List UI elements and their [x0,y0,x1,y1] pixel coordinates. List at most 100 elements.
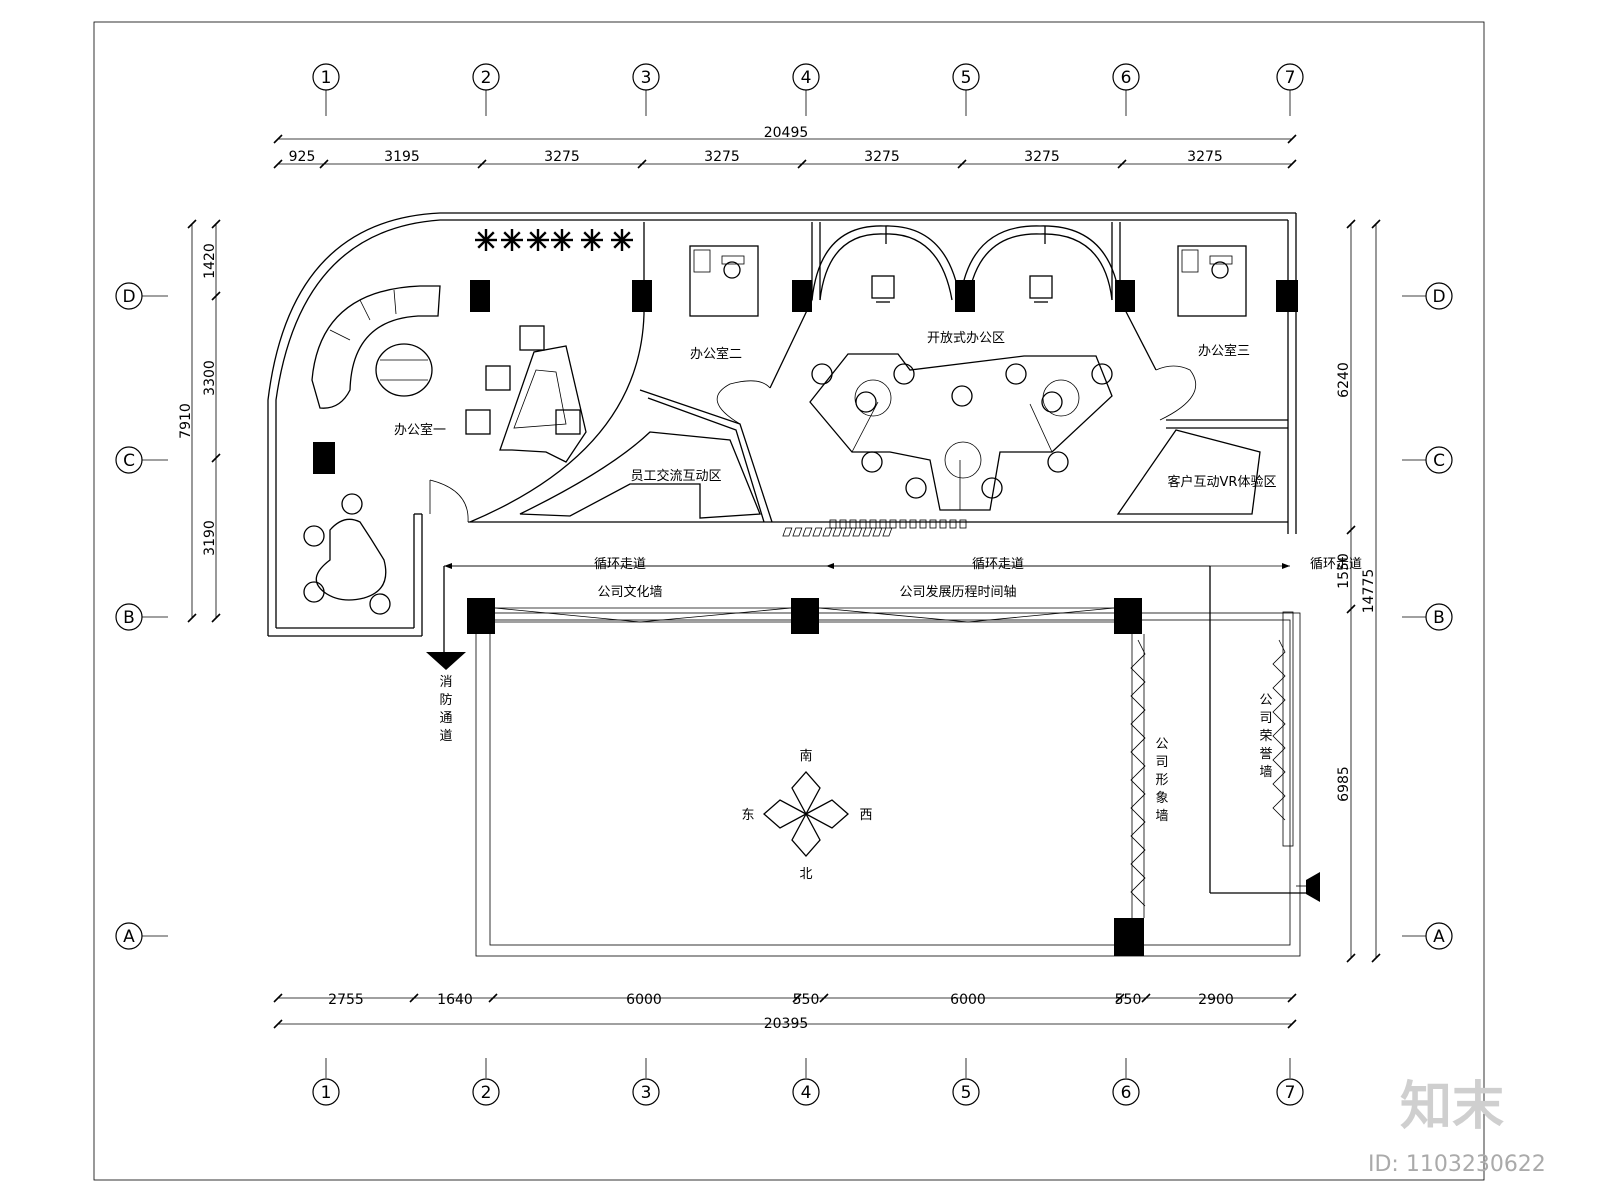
plant-icon [551,229,573,251]
plant-icon [501,229,523,251]
dim-bottom-seg: 2755 [328,992,364,1008]
grid-bubble-col-7: 7 [1285,68,1296,88]
grid-bubble-col-3: 3 [641,1083,652,1103]
compass-west: 西 [859,808,872,823]
dim-bottom-seg: 6000 [626,992,662,1008]
bench-row [782,519,967,537]
dim-bottom-seg: 2900 [1198,992,1234,1008]
grid-bubble-col-6: 6 [1121,68,1132,88]
chair [893,363,915,385]
grid-bubble-col-1: 1 [321,68,332,88]
grid-bubble-col-6: 6 [1121,1083,1132,1103]
label-honor-wall: 誉 [1259,747,1272,762]
dim-top-seg: 3275 [1187,149,1223,165]
plant-icon [581,229,603,251]
label-honor-wall: 司 [1259,711,1272,726]
chair [1091,363,1113,385]
label-vr-area: 客户互动VR体验区 [1168,474,1277,490]
bench-slat [939,519,947,529]
bench-slat [849,519,857,529]
watermark-id: ID: 1103230622 [1368,1152,1546,1177]
bench-slat [959,519,967,529]
grid-bubble-col-3: 3 [641,68,652,88]
dimension-texts: 20495 925 3195 3275 3275 3275 3275 3275 … [178,125,1377,1032]
bench-slat [879,519,887,529]
grid-bubble-col-7: 7 [1285,1083,1296,1103]
bench-slat [832,527,843,537]
label-office2: 办公室二 [690,346,742,362]
dim-top-total: 20495 [764,125,809,141]
dim-top-seg: 3275 [544,149,580,165]
office-chairs [811,363,1113,499]
chair [1005,363,1027,385]
dim-bottom-seg: 6000 [950,992,986,1008]
dim-right-total: 14775 [1361,569,1377,614]
grid-bubble-row-B: B [123,608,135,628]
compass-rose [763,771,849,857]
chair [861,451,883,473]
grid-bubble-row-B: B [1433,608,1445,628]
dim-bottom-seg: 1640 [437,992,473,1008]
label-image-wall: 象 [1155,791,1168,806]
chair [811,363,833,385]
label-image-wall: 墙 [1155,809,1168,824]
dim-bottom-seg: 550 [793,992,820,1008]
corridor-arrows [426,563,1320,902]
label-fire-exit: 防 [439,692,452,708]
label-corridor: 循环走道 [972,557,1024,572]
label-image-wall: 公 [1155,737,1168,752]
grid-bubble-col-5: 5 [961,1083,972,1103]
plant-icon [527,229,549,251]
dim-top-seg: 3275 [1024,149,1060,165]
chair [951,385,973,407]
chair [981,477,1003,499]
bench-slat [842,527,853,537]
label-image-wall: 形 [1155,773,1168,788]
office1-desk [465,325,587,463]
bench-slat [929,519,937,529]
counter-shapes [519,429,1261,519]
grid-bubble-col-1: 1 [321,1083,332,1103]
label-fire-exit: 道 [439,729,452,744]
dim-right-upper: 6240 [1336,362,1352,398]
watermark-logo: 知末 [1400,1077,1504,1137]
grid-bubble-row-A: A [123,927,135,947]
plant-icon [475,229,497,251]
compass-north: 北 [799,867,812,882]
dim-top-seg: 3275 [704,149,740,165]
grid-bubble-row-D: D [122,287,135,307]
plant-icon [611,229,633,251]
bench-slat [882,527,893,537]
dim-right-lower: 6985 [1336,766,1352,802]
dim-bottom-seg: 550 [1115,992,1142,1008]
bench-slat [862,527,873,537]
label-fire-exit: 通 [439,711,452,726]
lounge-table-set [303,493,391,615]
bench-slat [899,519,907,529]
label-staff-area: 员工交流互动区 [630,468,721,484]
dim-left-seg: 3190 [202,520,218,556]
bench-slat [909,519,917,529]
grid-bubble-row-C: C [1433,451,1445,471]
bench-slat [919,519,927,529]
grid-bubble-col-4: 4 [801,1083,812,1103]
label-office1: 办公室一 [394,422,446,438]
grid-bubble-row-A: A [1433,927,1445,947]
bench-slat [859,519,867,529]
bench-slat [839,519,847,529]
dim-left-seg: 3300 [202,360,218,396]
culture-and-timeline-wall [494,607,1115,623]
dim-left-seg: 1420 [202,243,218,279]
bench-slat [822,527,833,537]
label-fire-exit: 消 [439,675,452,690]
chair [855,391,877,413]
office3-desk [1177,245,1247,317]
watermark: 知末 ID: 1103230622 [1368,1077,1546,1177]
bench-slat [949,519,957,529]
office1-sofa [311,285,441,409]
grid-bubble-col-2: 2 [481,1083,492,1103]
